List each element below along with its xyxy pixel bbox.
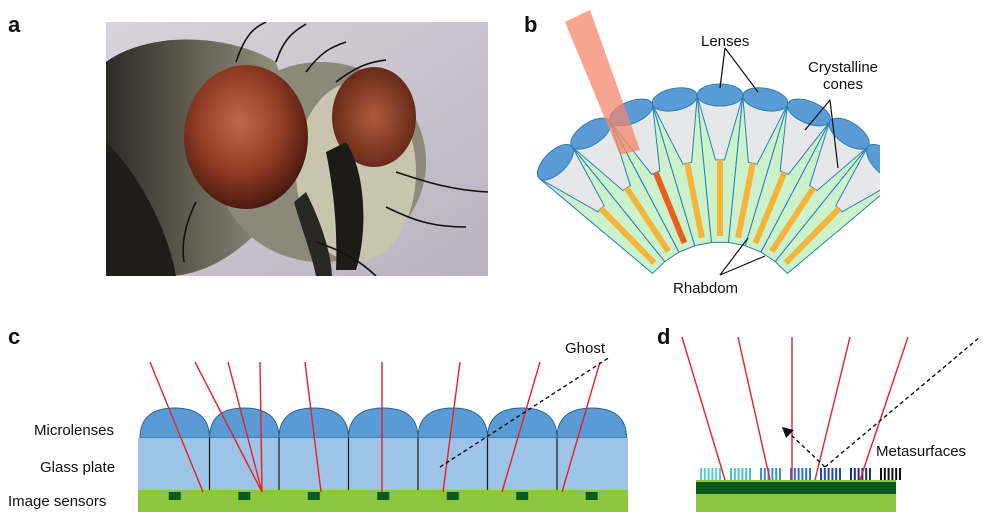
sensor-pixel (308, 492, 320, 500)
lenses-label: Lenses (701, 34, 749, 51)
sensor-pixel (238, 492, 250, 500)
meta-atom (831, 468, 833, 480)
meta-atom (809, 468, 811, 480)
meta-atom (850, 468, 852, 480)
meta-atom (749, 468, 751, 480)
meta-atom (730, 468, 732, 480)
meta-atom (899, 468, 901, 480)
meta-atom (805, 468, 807, 480)
meta-atom (734, 468, 736, 480)
fly-head-photo (106, 22, 488, 276)
meta-atom (801, 468, 803, 480)
meta-atom (719, 468, 721, 480)
meta-atom (880, 468, 882, 480)
microlens-array-diagram (130, 332, 630, 512)
meta-atom (741, 468, 743, 480)
ghost-label: Ghost (565, 341, 605, 358)
light-ray-d (815, 337, 850, 480)
glass-plate-label: Glass plate (40, 460, 115, 477)
sensor-pixel (377, 492, 389, 500)
meta-atom (700, 468, 702, 480)
light-ray-d (682, 337, 725, 480)
meta-atom (895, 468, 897, 480)
panel-label-d: d (657, 326, 670, 348)
meta-atom (854, 468, 856, 480)
meta-atom (839, 468, 841, 480)
meta-atom (824, 468, 826, 480)
meta-atom (891, 468, 893, 480)
meta-atom (798, 468, 800, 480)
rhabdom-label: Rhabdom (673, 281, 738, 298)
image-sensors-label: Image sensors (8, 494, 106, 511)
metasurface-diagram (670, 332, 990, 512)
meta-atom (745, 468, 747, 480)
meta-atom (771, 468, 773, 480)
meta-atom (820, 468, 822, 480)
metasurfaces-label: Metasurfaces (876, 444, 966, 461)
meta-atom (828, 468, 830, 480)
panel-label-c: c (8, 326, 20, 348)
microlens (557, 408, 627, 438)
meta-atom (738, 468, 740, 480)
meta-atom (704, 468, 706, 480)
microlenses-label: Microlenses (34, 423, 114, 440)
meta-atom (711, 468, 713, 480)
meta-atom (869, 468, 871, 480)
meta-atom (835, 468, 837, 480)
meta-atom (888, 468, 890, 480)
meta-atom (858, 468, 860, 480)
compound-eye-diagram (520, 0, 880, 290)
deflected-ray-d (788, 432, 825, 467)
meta-atom (708, 468, 710, 480)
microlens (349, 408, 419, 438)
sensor-pixel (447, 492, 459, 500)
sensor-pixel (586, 492, 598, 500)
meta-atom (760, 468, 762, 480)
sensor-pixel (516, 492, 528, 500)
meta-atom (779, 468, 781, 480)
meta-atom (715, 468, 717, 480)
meta-atom (794, 468, 796, 480)
crystalline-cones-label: Crystalline cones (808, 60, 878, 93)
meta-atom (865, 468, 867, 480)
glass-plate (138, 438, 628, 490)
light-ray-d (738, 337, 770, 480)
meta-atom (884, 468, 886, 480)
sensor-pixel (169, 492, 181, 500)
meta-atom (764, 468, 766, 480)
panel-label-a: a (8, 14, 20, 36)
sensor-pixels-d (696, 482, 896, 494)
meta-atom (775, 468, 777, 480)
